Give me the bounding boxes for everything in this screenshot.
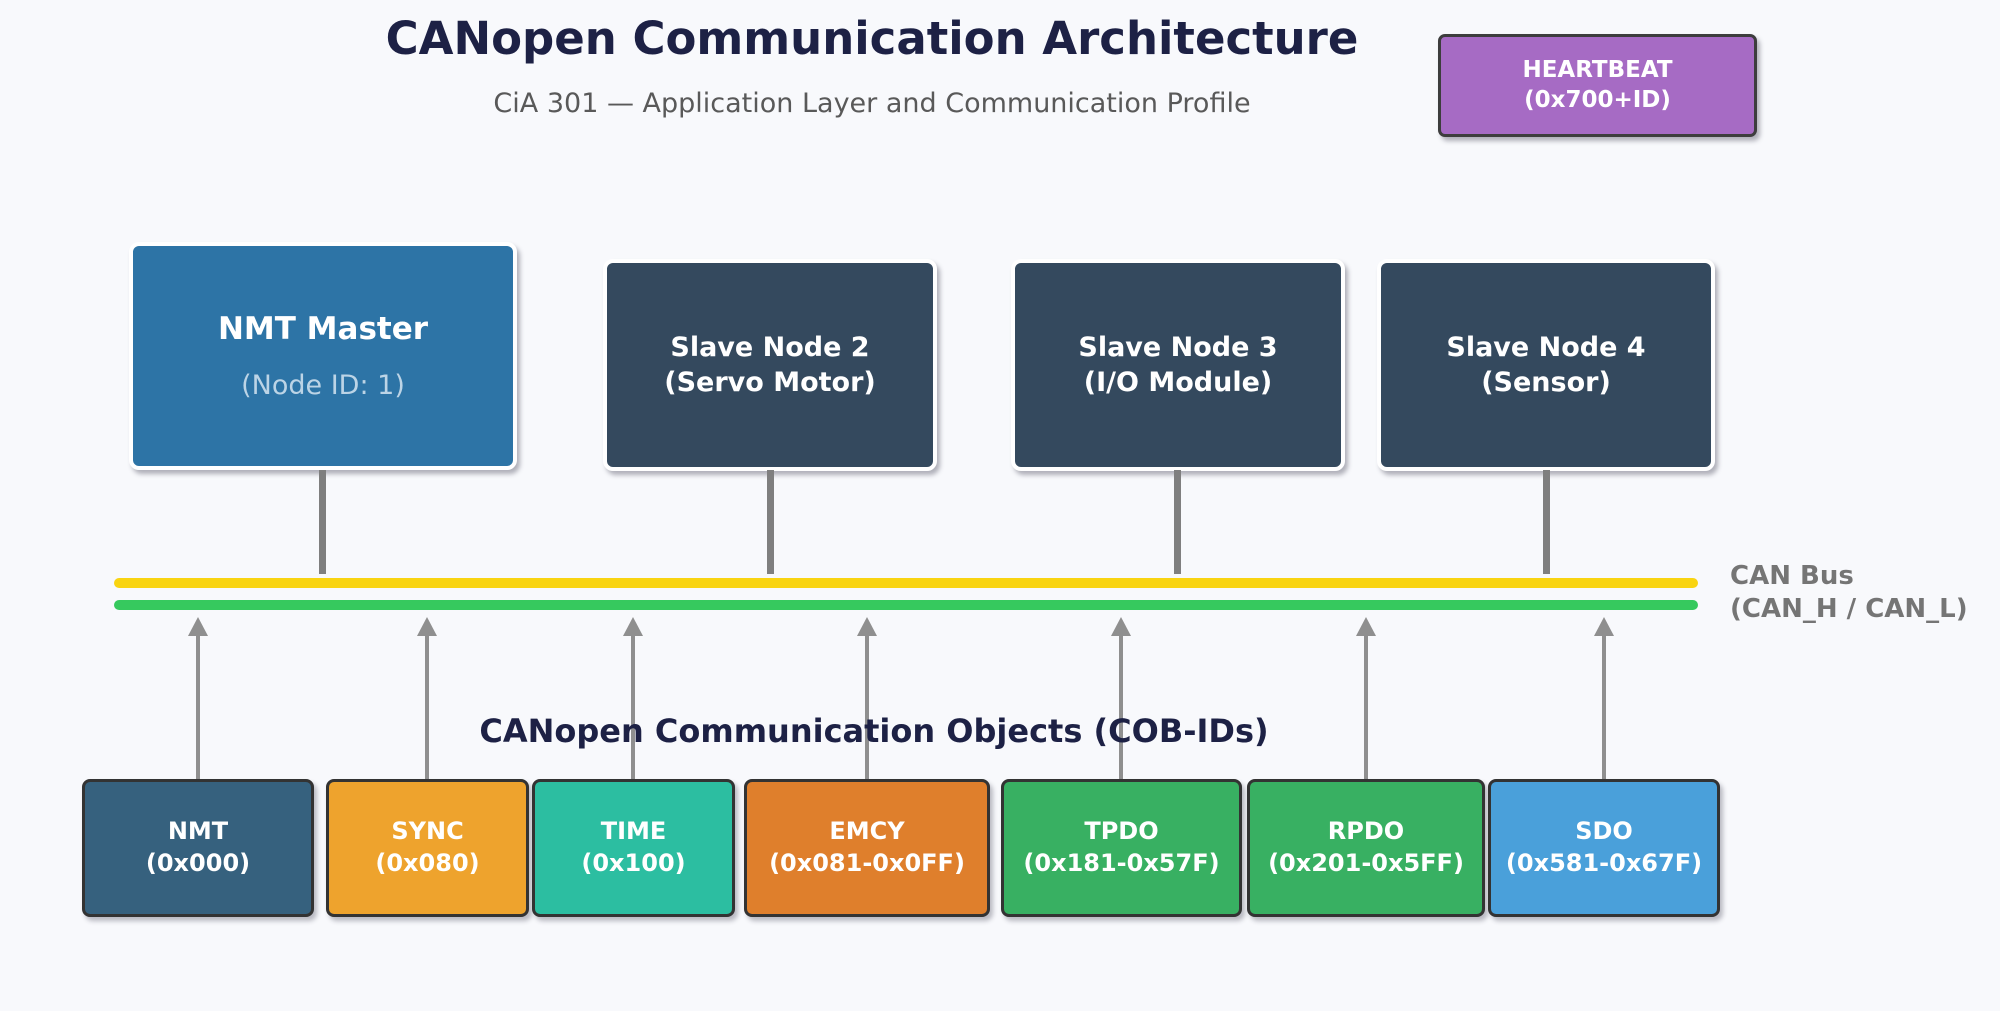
cob-id: (0x181-0x57F) <box>1023 849 1220 877</box>
node-connector-line <box>1543 470 1550 574</box>
arrow-up-icon <box>1594 617 1614 636</box>
cob-box-sdo: SDO (0x581-0x67F) <box>1488 779 1720 917</box>
node-connector-line <box>767 470 774 574</box>
node-subtitle: (Servo Motor) <box>664 367 876 398</box>
node-connector-line <box>1174 470 1181 574</box>
cob-id: (0x201-0x5FF) <box>1268 849 1464 877</box>
node-title: Slave Node 2 <box>670 331 870 363</box>
cob-id: (0x000) <box>145 849 251 877</box>
cob-box-sync: SYNC (0x080) <box>326 779 529 917</box>
heartbeat-id: (0x700+ID) <box>1524 86 1671 113</box>
cob-box-emcy: EMCY (0x081-0x0FF) <box>744 779 990 917</box>
page-title: CANopen Communication Architecture <box>385 12 1359 65</box>
cob-name: TIME <box>600 817 667 846</box>
arrow-up-icon <box>1111 617 1131 636</box>
node-subtitle: (Node ID: 1) <box>241 369 405 401</box>
cob-name: SYNC <box>391 817 464 846</box>
cob-arrow <box>857 617 877 779</box>
cob-id: (0x081-0x0FF) <box>769 849 965 877</box>
heartbeat-box: HEARTBEAT (0x700+ID) <box>1438 34 1757 137</box>
can-bus-label-line1: CAN Bus <box>1730 561 1854 591</box>
node-box-nmt-master: NMT Master (Node ID: 1) <box>129 242 517 470</box>
node-connector-line <box>319 470 326 574</box>
cob-name: RPDO <box>1327 817 1405 846</box>
arrow-up-icon <box>857 617 877 636</box>
node-title: Slave Node 3 <box>1078 331 1278 363</box>
cob-box-time: TIME (0x100) <box>532 779 735 917</box>
arrow-up-icon <box>1356 617 1376 636</box>
can-bus-line-h <box>114 578 1698 588</box>
cob-box-nmt: NMT (0x000) <box>82 779 314 917</box>
arrow-up-icon <box>623 617 643 636</box>
node-box-slave-3: Slave Node 3 (I/O Module) <box>1011 259 1345 471</box>
can-bus-label-line2: (CAN_H / CAN_L) <box>1730 593 1968 624</box>
cob-arrow <box>1594 617 1614 779</box>
cob-id: (0x100) <box>581 849 686 877</box>
cob-id: (0x080) <box>375 849 480 877</box>
cob-arrow <box>188 617 208 779</box>
cob-name: EMCY <box>829 817 905 846</box>
cob-name: TPDO <box>1084 817 1159 846</box>
cob-arrow <box>1356 617 1376 779</box>
can-bus-line-l <box>114 600 1698 610</box>
cob-arrow <box>623 617 643 779</box>
arrow-up-icon <box>188 617 208 636</box>
node-subtitle: (I/O Module) <box>1083 367 1273 398</box>
node-title: Slave Node 4 <box>1446 331 1646 363</box>
cob-id: (0x581-0x67F) <box>1505 849 1703 877</box>
node-box-slave-4: Slave Node 4 (Sensor) <box>1377 259 1715 471</box>
heartbeat-label: HEARTBEAT <box>1522 56 1673 83</box>
node-subtitle: (Sensor) <box>1481 367 1611 398</box>
node-box-slave-2: Slave Node 2 (Servo Motor) <box>603 259 937 471</box>
node-title: NMT Master <box>217 311 429 348</box>
cob-name: NMT <box>167 817 229 846</box>
cob-box-tpdo: TPDO (0x181-0x57F) <box>1001 779 1242 917</box>
cob-arrow <box>417 617 437 779</box>
page-subtitle: CiA 301 — Application Layer and Communic… <box>493 88 1251 119</box>
cob-box-rpdo: RPDO (0x201-0x5FF) <box>1247 779 1485 917</box>
cob-name: SDO <box>1575 817 1633 846</box>
cob-section-heading: CANopen Communication Objects (COB-IDs) <box>479 712 1269 750</box>
arrow-up-icon <box>417 617 437 636</box>
cob-arrow <box>1111 617 1131 779</box>
can-bus-label: CAN Bus (CAN_H / CAN_L) <box>1730 560 1968 625</box>
